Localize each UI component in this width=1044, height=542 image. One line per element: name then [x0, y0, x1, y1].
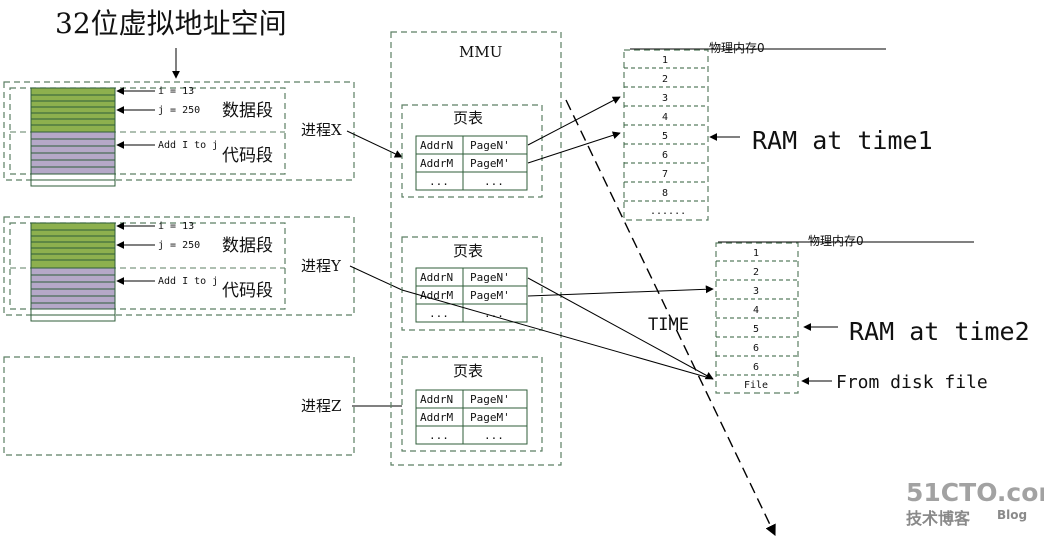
page-table-1: 页表 AddrN PageN' AddrM PageM' ... ...: [401, 104, 543, 198]
watermark-sub: 技术博客: [906, 509, 971, 528]
process-y-to-file-line: [401, 289, 714, 380]
page-table-3: 页表 AddrN PageN' AddrM PageM' ... ...: [401, 356, 543, 452]
process-x-data-segment-label: 数据段: [222, 101, 273, 121]
ram1-cell: 6: [662, 150, 668, 161]
ram1-cell: 5: [662, 131, 668, 142]
ram-time1: 物理内存0 1 2 3 4 5 6 7 8 ...... RAM at time…: [623, 41, 933, 221]
page-table-1-cell: PageM': [470, 157, 510, 170]
process-x-var-j: j = 250: [158, 105, 200, 116]
ram2-cell: File: [744, 380, 768, 391]
time-label: TIME: [648, 315, 689, 335]
ram2-header: 物理内存0: [808, 234, 864, 248]
process-x-instruction: Add I to j: [158, 140, 218, 151]
ram1-cell: 3: [662, 93, 668, 104]
page-table-2-cell: ...: [484, 307, 504, 320]
page-table-3-cell: ...: [484, 429, 504, 442]
ram1-cell: 8: [662, 188, 668, 199]
ram2-cell: 5: [753, 324, 759, 335]
process-y-to-mmu-line: [349, 265, 403, 291]
ram1-cell: 4: [662, 112, 668, 123]
page-n-to-ram1-arrow: [527, 96, 621, 146]
process-z-label: 进程Z: [301, 397, 341, 415]
process-x-outer-box: [3, 81, 355, 181]
ram1-header: 物理内存0: [709, 41, 765, 55]
page-table-3-cell: ...: [429, 429, 449, 442]
process-y-outer-box: [3, 216, 355, 316]
page-table-1-title: 页表: [453, 109, 483, 127]
ram2-cell: 4: [753, 305, 759, 316]
page-table-2-cell: AddrN: [420, 271, 453, 284]
page-m-to-ram1-arrow: [527, 131, 621, 164]
page-table-3-cell: PageN': [470, 393, 510, 406]
page-table-3-title: 页表: [453, 362, 483, 380]
ram2-cell: 1: [753, 248, 759, 259]
page-table-2-cell: PageN': [470, 271, 510, 284]
process-y-block: i = 13 j = 250 Add I to j 数据段 代码段 进程Y: [3, 216, 403, 322]
ram1-label: RAM at time1: [752, 126, 933, 155]
diagram-title: 32位虚拟地址空间: [55, 7, 287, 40]
process-x-to-mmu-arrow: [346, 130, 403, 158]
page-table-3-cell: PageM': [470, 411, 510, 424]
ram-time2: 物理内存0 1 2 3 4 5 6 6 File RAM at time2 Fr…: [715, 234, 1030, 394]
ram2-disk-label: From disk file: [836, 372, 988, 393]
page-table-2-cell: ...: [429, 307, 449, 320]
page-table-2-title: 页表: [453, 242, 483, 260]
page-table-2-cell: PageM': [470, 289, 510, 302]
process-y-code-segment-label: 代码段: [222, 281, 273, 301]
page-table-1-cell: PageN': [470, 139, 510, 152]
ram1-cell: 1: [662, 55, 668, 66]
ram2-cell: 6: [753, 343, 759, 354]
page-table-1-cell: AddrM: [420, 157, 453, 170]
process-y-label: 进程Y: [301, 257, 342, 275]
ram1-cell: ......: [650, 206, 686, 217]
watermark-main: 51CTO.com: [906, 478, 1044, 507]
process-y-var-j: j = 250: [158, 240, 200, 251]
mmu-box: [390, 31, 562, 466]
process-y-var-i: i = 13: [158, 221, 194, 232]
mmu-label: MMU: [459, 43, 502, 61]
page-table-2-cell: AddrM: [420, 289, 453, 302]
process-z-box: [3, 356, 355, 456]
watermark-blog: Blog: [997, 508, 1027, 522]
page-table-3-cell: AddrN: [420, 393, 453, 406]
page-table-1-cell: ...: [484, 175, 504, 188]
ram1-cell: 2: [662, 74, 668, 85]
page-table-1-cell: ...: [429, 175, 449, 188]
page-table-3-cell: AddrM: [420, 411, 453, 424]
page-table-1-cell: AddrN: [420, 139, 453, 152]
ram1-cell: 7: [662, 169, 668, 180]
process-z-block: 进程Z: [3, 356, 402, 456]
page-n-to-file-arrow: [527, 277, 714, 380]
page-table-2: 页表 AddrN PageN' AddrM PageM' ... ...: [401, 236, 543, 331]
ram2-cell: 6: [753, 362, 759, 373]
process-y-instruction: Add I to j: [158, 276, 218, 287]
watermark: 51CTO.com 技术博客 Blog: [906, 478, 1044, 528]
ram2-cell: 2: [753, 267, 759, 278]
process-x-block: i = 13 j = 250 Add I to j 数据段 代码段 进程X: [3, 81, 403, 187]
ram2-cell: 3: [753, 286, 759, 297]
process-x-var-i: i = 13: [158, 86, 194, 97]
page-m-to-ram2-arrow: [527, 285, 714, 297]
process-x-code-segment-label: 代码段: [222, 146, 273, 166]
process-y-data-segment-label: 数据段: [222, 236, 273, 256]
time-axis-arrow: [565, 99, 776, 537]
process-x-label: 进程X: [301, 121, 342, 139]
ram2-label: RAM at time2: [849, 317, 1030, 346]
